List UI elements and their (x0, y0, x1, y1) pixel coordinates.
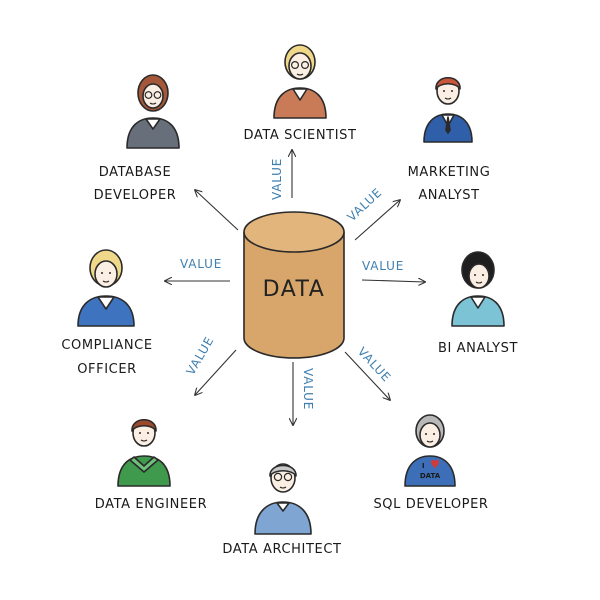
body (404, 455, 456, 487)
shirt-text-data: DATA (420, 472, 441, 480)
head (142, 83, 164, 109)
role-label-marketing-analyst-line2: ANALYST (418, 188, 479, 203)
head (288, 52, 312, 80)
edge-label-data-engineer: VALUE (183, 334, 216, 377)
role-label-sql-developer: SQL DEVELOPER (373, 497, 488, 512)
shirt-text-i: I (422, 462, 425, 470)
role-label-compliance-officer-line2: OFFICER (77, 362, 137, 377)
glasses-icon (291, 61, 300, 70)
arrow-to-database-developer (195, 190, 239, 231)
head (94, 260, 118, 288)
body (273, 87, 327, 119)
role-label-data-architect: DATA ARCHITECT (222, 542, 341, 557)
role-label-database-developer-line1: DATABASE (99, 165, 172, 180)
edge-label-data-scientist: VALUE (270, 158, 284, 200)
person-data-scientist (273, 44, 327, 119)
edge-label-sql-developer: VALUE (355, 344, 394, 384)
body (77, 295, 135, 327)
edge-label-bi-analyst: VALUE (362, 259, 404, 273)
person-compliance-officer (77, 249, 135, 327)
glasses-icon (144, 91, 153, 99)
glasses-icon (273, 472, 283, 482)
arrow-to-data-engineer (195, 349, 237, 395)
role-label-database-developer-line2: DEVELOPER (94, 188, 177, 203)
cylinder-label: DATA (263, 277, 326, 302)
role-label-bi-analyst: BI ANALYST (438, 341, 518, 356)
role-label-data-engineer: DATA ENGINEER (95, 497, 207, 512)
person-sql-developer: I DATA (404, 414, 456, 487)
data-cylinder: DATA (243, 211, 345, 359)
person-marketing-analyst (423, 76, 473, 143)
arrows (165, 150, 425, 425)
role-label-compliance-officer-line1: COMPLIANCE (61, 338, 152, 353)
arrow-to-bi-analyst (361, 280, 425, 282)
body (451, 295, 505, 327)
person-database-developer (126, 74, 180, 149)
hair (435, 76, 461, 90)
hair (269, 464, 297, 477)
person-data-architect (254, 463, 312, 535)
person-data-engineer (117, 418, 171, 487)
head (419, 422, 441, 448)
heart-icon (431, 459, 439, 469)
role-label-data-scientist: DATA SCIENTIST (243, 128, 356, 143)
role-label-marketing-analyst-line1: MARKETING (408, 165, 491, 180)
hair (131, 418, 157, 432)
edge-label-compliance-officer: VALUE (180, 257, 222, 271)
body (254, 501, 312, 535)
edge-label-data-architect: VALUE (301, 368, 315, 410)
body (126, 117, 180, 149)
person-bi-analyst (451, 251, 505, 327)
arrow-to-marketing-analyst (354, 200, 400, 241)
arrow-to-sql-developer (344, 351, 390, 400)
head (468, 263, 490, 289)
